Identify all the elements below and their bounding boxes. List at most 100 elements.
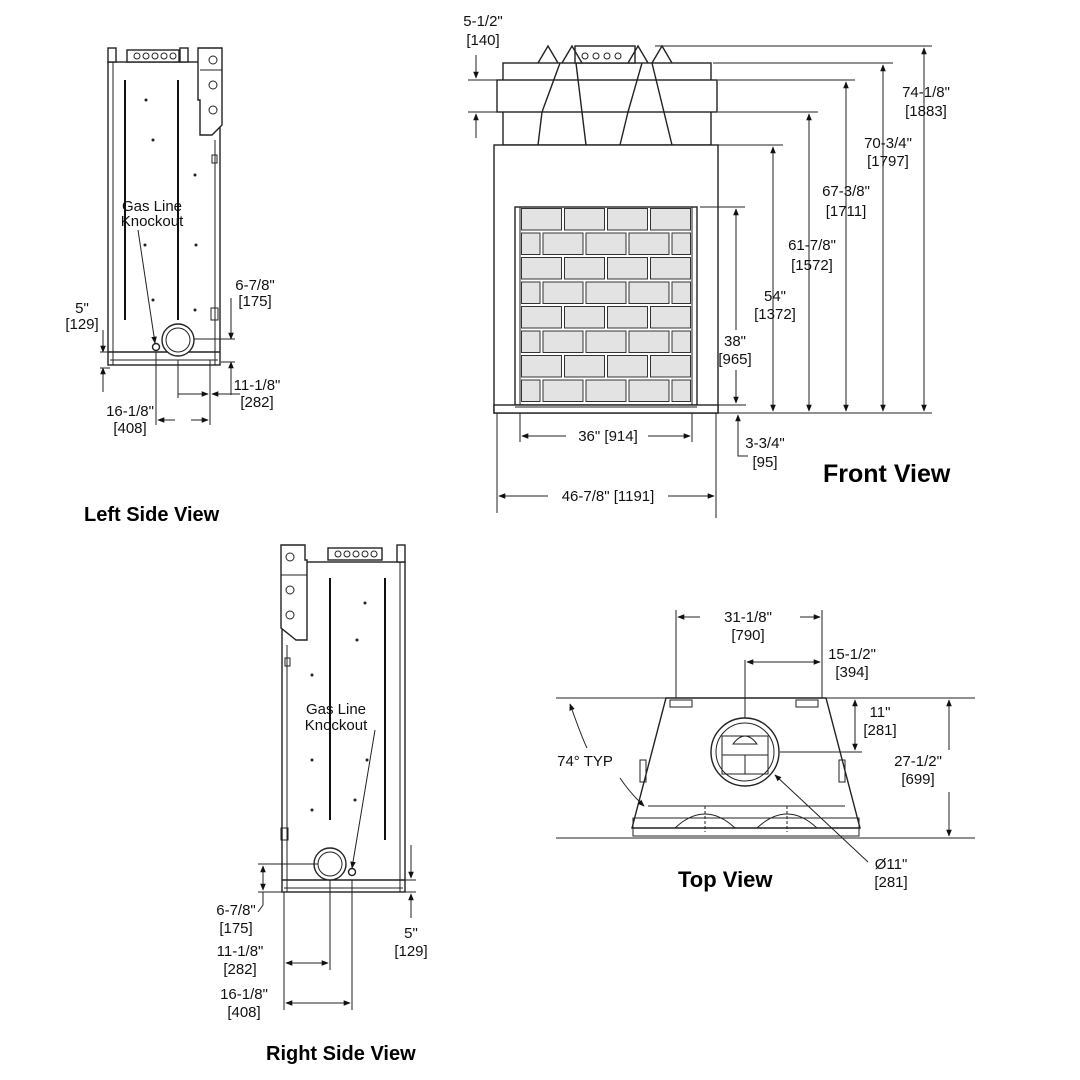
brick (521, 330, 541, 353)
top-dim-27-1-2: 27-1/2" [699] (894, 699, 952, 837)
top-dim-31-1-8-in: 31-1/8" (724, 609, 772, 626)
right-gas-line-leader (350, 729, 376, 869)
top-dim-27-1-2-in: 27-1/2" (894, 753, 942, 770)
front-dim-70-3-4-in: 70-3/4" (864, 135, 912, 152)
top-dim-11: 11" [281] (780, 699, 897, 753)
brick (564, 306, 605, 329)
brick (628, 379, 670, 402)
front-dim-36-label: 36" [914] (578, 428, 638, 445)
right-side-view-title: Right Side View (266, 1043, 416, 1065)
brick (521, 208, 562, 231)
brick (521, 355, 562, 378)
right-dim-16-1-8-mm: [408] (227, 1004, 260, 1021)
front-dim-38-in: 38" (724, 333, 746, 350)
brick (521, 232, 541, 255)
top-dim-diameter-in: Ø11" (875, 856, 908, 873)
left-gas-line-leader (137, 229, 157, 344)
top-dim-27-1-2-mm: [699] (901, 771, 934, 788)
brick (585, 232, 627, 255)
left-dim-6-7-8-in: 6-7/8" (235, 277, 275, 294)
top-dim-11-in: 11" (870, 704, 891, 721)
front-dim-61-7-8: 61-7/8" [1572] (788, 113, 836, 412)
top-angle-indicator: 74° TYP (557, 703, 645, 807)
front-dim-54-in: 54" (764, 288, 786, 305)
brick (671, 330, 691, 353)
front-dim-36: 36" [914] (519, 413, 693, 445)
top-view: 31-1/8" [790] 15-1/2" [394] 11" [281] 27… (556, 609, 975, 892)
front-view-title: Front View (823, 460, 951, 488)
front-dim-61-7-8-mm: [1572] (791, 257, 833, 274)
left-dim-16-1-8-mm: [408] (113, 420, 146, 437)
front-dim-54-mm: [1372] (754, 306, 796, 323)
front-dim-3-3-4-mm: [95] (752, 454, 777, 471)
right-dim-6-7-8: 6-7/8" [175] (216, 863, 318, 937)
top-dim-15-1-2-in: 15-1/2" (828, 646, 876, 663)
brick (607, 306, 648, 329)
left-dim-16-1-8-in: 16-1/8" (106, 403, 154, 420)
left-side-view: Gas Line Knockout 5" [129] 6-7/8" [175] (65, 47, 281, 526)
brick (564, 208, 605, 231)
right-dim-5-in: 5" (404, 925, 418, 942)
right-dim-6-7-8-in: 6-7/8" (216, 902, 256, 919)
right-dim-5: 5" [129] (380, 845, 428, 960)
front-dim-74-1-8-mm: [1883] (905, 103, 947, 120)
front-dim-5-1-2-mm: [140] (466, 32, 499, 49)
front-dim-38: 38" [965] (718, 208, 752, 404)
left-gas-line-label-1: Gas Line (122, 198, 182, 215)
top-dim-diameter: Ø11" [281] (774, 774, 908, 891)
front-dim-67-3-8-in: 67-3/8" (822, 183, 870, 200)
brick (628, 232, 670, 255)
left-gas-line-label-2: Knockout (121, 213, 184, 230)
front-dim-67-3-8-mm: [1711] (826, 203, 867, 220)
brick (650, 257, 691, 280)
brick (521, 281, 541, 304)
firebox-brick-pattern (521, 208, 691, 402)
brick (521, 257, 562, 280)
front-dim-74-1-8: 74-1/8" [1883] (902, 47, 950, 412)
left-dim-5-in: 5" (75, 300, 89, 317)
right-dim-11-1-8: 11-1/8" [282] (217, 880, 331, 1010)
brick (521, 379, 541, 402)
front-dim-46-7-8: 46-7/8" [1191] (496, 413, 717, 518)
right-dim-16-1-8: 16-1/8" [408] (220, 880, 353, 1021)
top-dim-31-1-8: 31-1/8" [790] (675, 609, 823, 698)
right-side-unit-outline (280, 544, 406, 893)
front-dim-67-3-8: 67-3/8" [1711] (822, 81, 870, 412)
front-dim-5-1-2: 5-1/2" [140] (463, 13, 503, 138)
front-dim-3-3-4: 3-3/4" [95] (732, 404, 785, 471)
brick (650, 355, 691, 378)
top-dim-15-1-2: 15-1/2" [394] (744, 646, 876, 718)
front-dim-38-mm: [965] (718, 351, 751, 368)
right-gas-line-label-1: Gas Line (306, 701, 366, 718)
brick (585, 281, 627, 304)
left-dim-5-mm: [129] (65, 316, 98, 333)
brick (542, 379, 584, 402)
brick (542, 281, 584, 304)
right-gas-line-label-2: Knockout (305, 717, 368, 734)
brick (671, 281, 691, 304)
left-dim-16-1-8: 16-1/8" [408] (106, 352, 209, 437)
left-dim-6-7-8-mm: [175] (238, 293, 271, 310)
brick (607, 355, 648, 378)
top-dim-diameter-mm: [281] (874, 874, 907, 891)
right-dim-5-mm: [129] (394, 943, 427, 960)
brick (628, 330, 670, 353)
left-dim-11-1-8-in: 11-1/8" (234, 377, 281, 394)
front-dim-74-1-8-in: 74-1/8" (902, 84, 950, 101)
front-dim-61-7-8-in: 61-7/8" (788, 237, 836, 254)
front-dim-3-3-4-in: 3-3/4" (745, 435, 785, 452)
right-dim-11-1-8-mm: [282] (223, 961, 256, 978)
top-dim-11-mm: [281] (863, 722, 896, 739)
top-view-title: Top View (678, 867, 773, 892)
brick (607, 257, 648, 280)
right-side-view: Gas Line Knockout 6-7/8" [175] 11-1/8" [… (216, 544, 428, 1065)
left-dim-5: 5" [129] (65, 300, 150, 392)
top-angle-label: 74° TYP (557, 753, 613, 770)
brick (628, 281, 670, 304)
brick (671, 232, 691, 255)
front-dim-70-3-4-mm: [1797] (867, 153, 909, 170)
brick (542, 330, 584, 353)
brick (585, 330, 627, 353)
front-dim-5-1-2-in: 5-1/2" (463, 13, 503, 30)
